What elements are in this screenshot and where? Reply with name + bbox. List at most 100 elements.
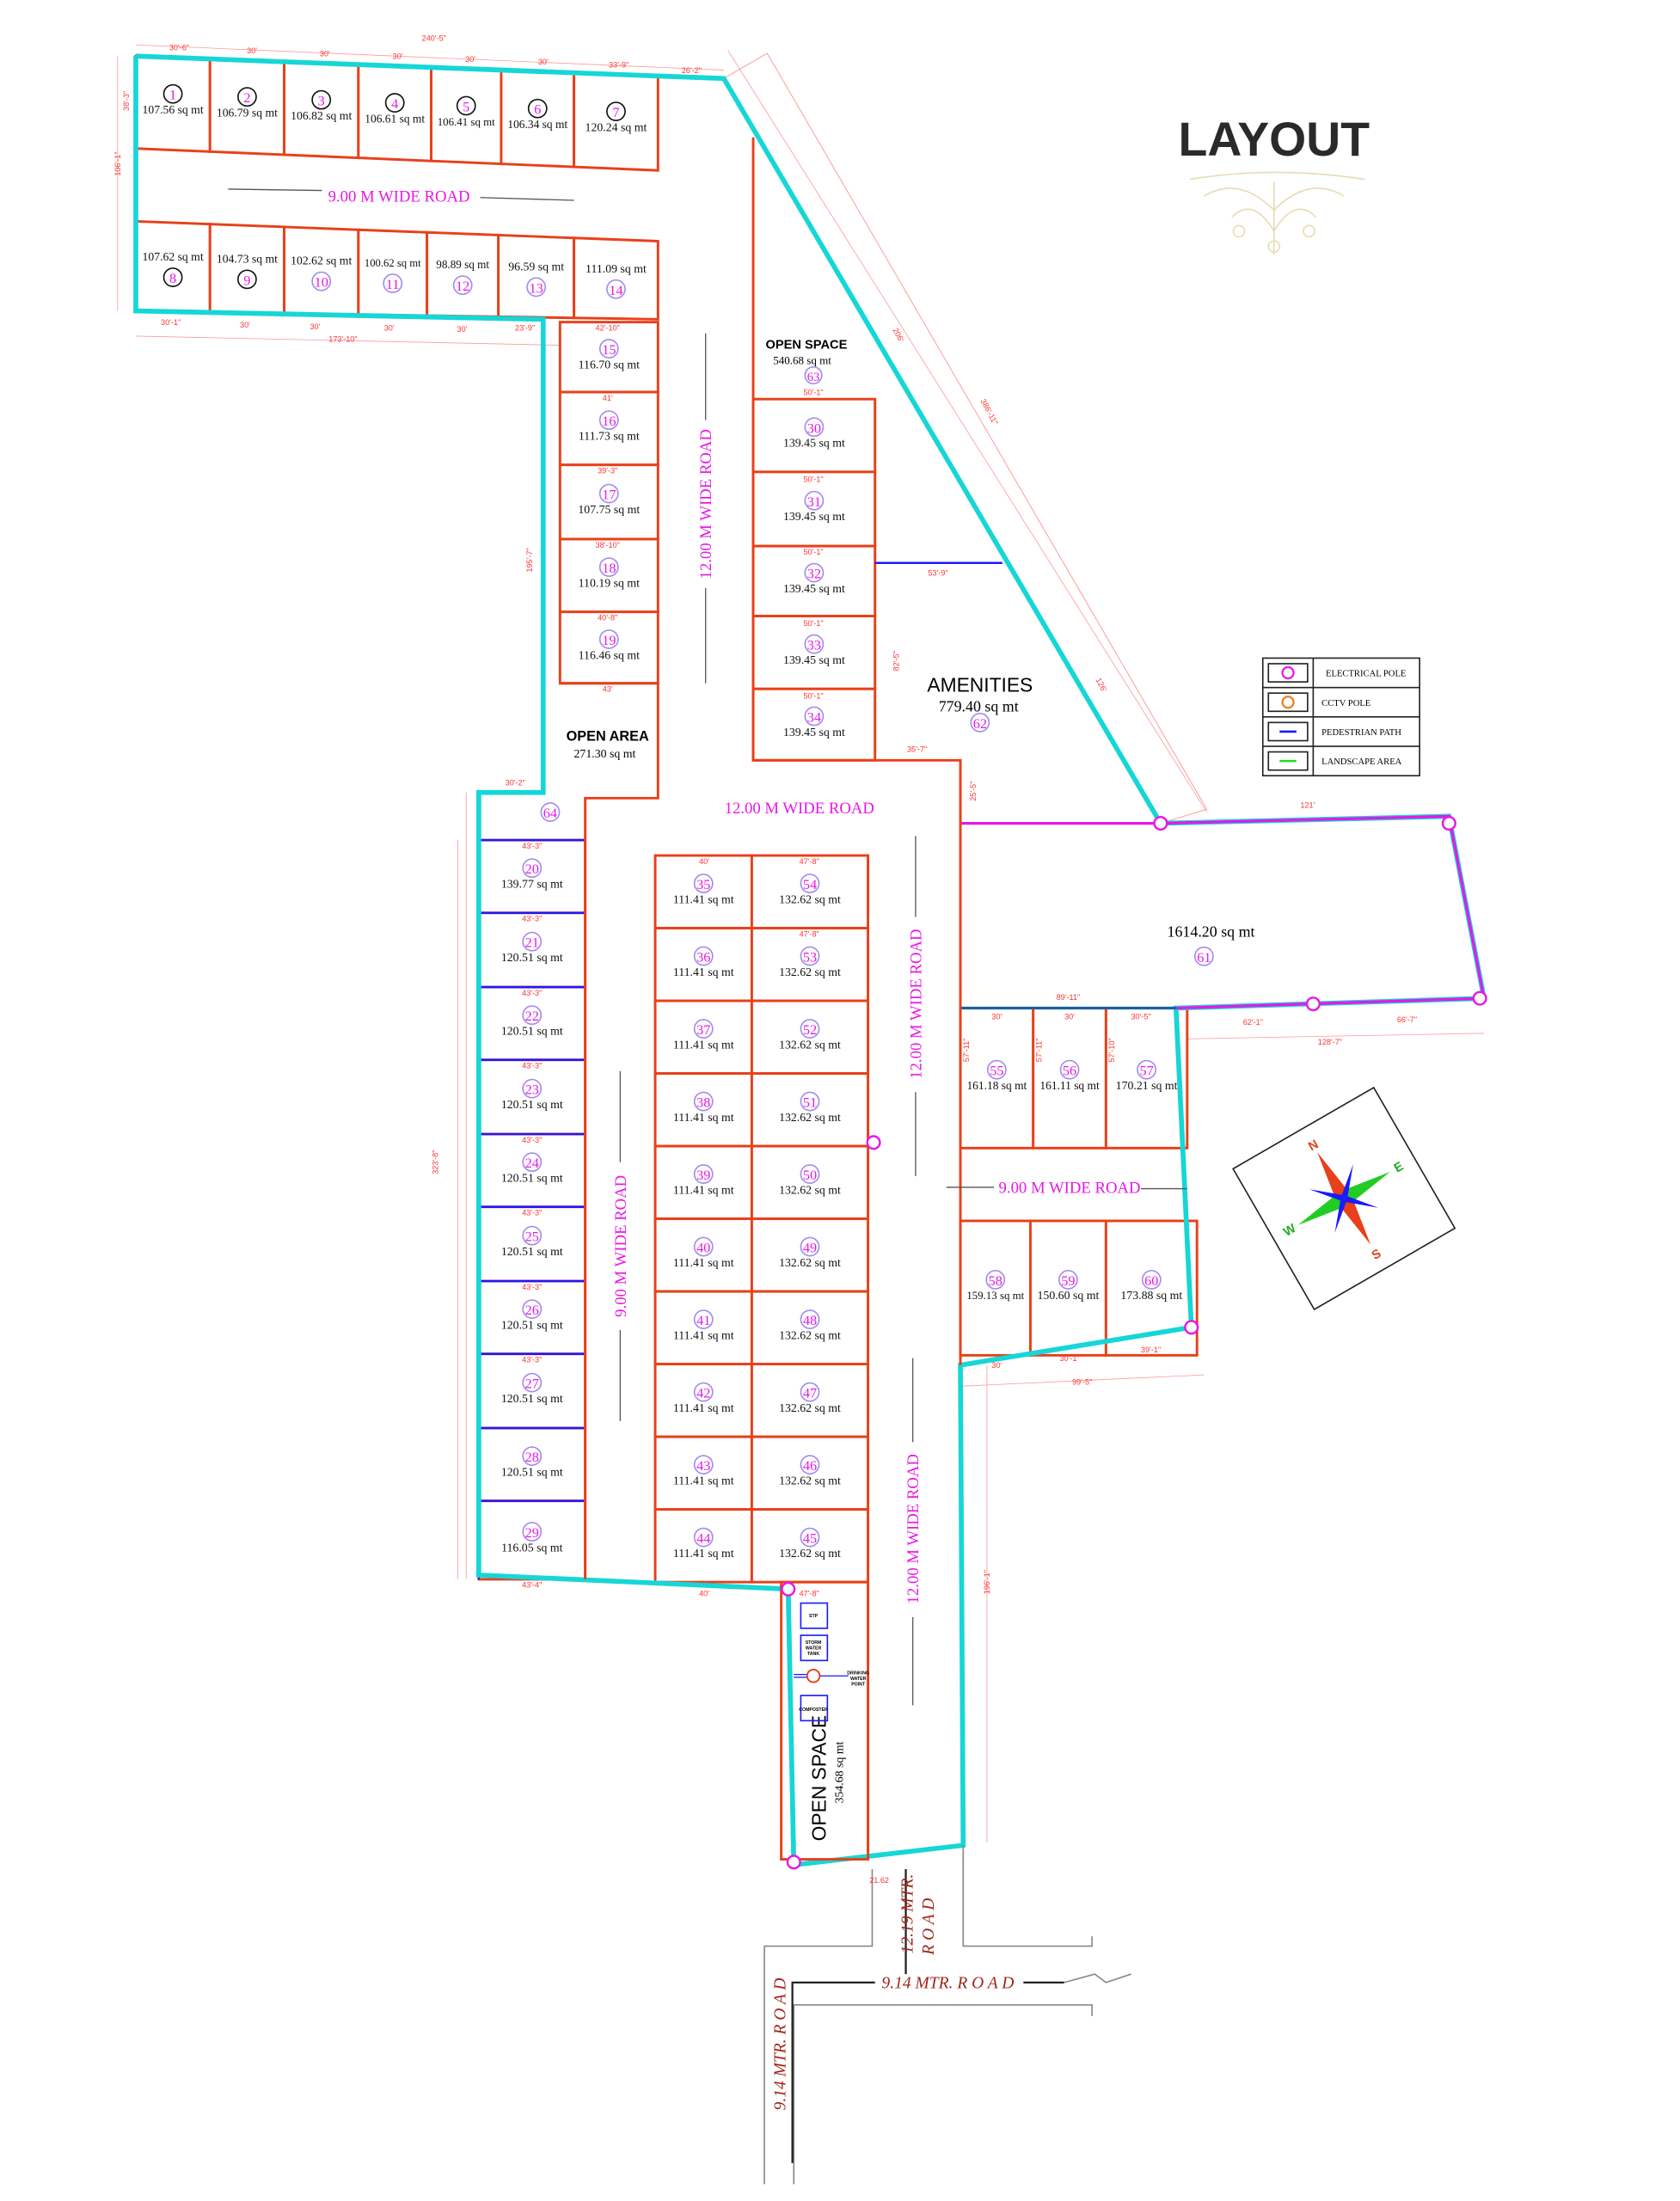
electrical-pole-icon [781, 1581, 796, 1597]
stp-box [800, 1602, 829, 1629]
plot-number-badge [693, 1164, 714, 1184]
plot-area: 120.51 sq mt [501, 1098, 563, 1111]
dimension-label: 89'-11" [1057, 993, 1081, 1002]
plot-area: 139.45 sq mt [783, 653, 845, 666]
plot-number-badge [606, 101, 626, 122]
dimension-label: 240'-5" [422, 34, 446, 42]
dimension-label: 57'-10" [1107, 1038, 1116, 1062]
plot-number-badge [1058, 1270, 1078, 1290]
plot-area: 107.62 sq mt [143, 250, 204, 263]
dimension-label: 50'-1" [803, 475, 823, 483]
plot-number: 8 [169, 270, 176, 286]
road-labels: 9.00 M WIDE ROAD 12.00 M WIDE ROAD 12.00… [228, 188, 1187, 1706]
plot-number: 40 [696, 1240, 710, 1256]
plot-area: 116.05 sq mt [501, 1541, 562, 1554]
dimension-label: 30'-1" [1059, 1354, 1079, 1363]
plot-number: 38 [696, 1094, 710, 1111]
plot-area: 111.09 sq mt [586, 262, 647, 275]
plot-number: 45 [803, 1530, 817, 1547]
plot-8[interactable]: 8 107.62 sq mt [134, 219, 212, 314]
plot-number: 51 [803, 1094, 817, 1111]
drinking-water-label: POINT [851, 1683, 866, 1688]
plot-number-badge [804, 562, 825, 583]
composter-label: COMPOSTER [799, 1707, 828, 1713]
plot-number-badge [800, 1455, 820, 1475]
plot-number-badge [800, 1382, 820, 1402]
legend: ELECTRICAL POLE CCTV POLE PEDESTRIAN PAT… [1261, 657, 1420, 777]
open-space-bottom-area: 354.68 sq mt [832, 1742, 845, 1804]
dimension-label: 30' [991, 1013, 1002, 1021]
dimension-label: 82'-5" [892, 651, 900, 671]
plot-number-badge [1137, 1059, 1157, 1080]
cctv-pole-icon [806, 1668, 821, 1683]
drinking-water-label: WATER [850, 1677, 867, 1682]
electrical-pole-icon [1281, 665, 1295, 680]
plot-number: 21 [525, 935, 539, 951]
legend-label: PEDESTRIAN PATH [1321, 728, 1401, 738]
dimension-label: 195'-7" [525, 548, 534, 572]
plot-number-badge [522, 1225, 543, 1246]
dimension-label: 30' [457, 325, 467, 334]
plot-number: 29 [525, 1524, 539, 1541]
